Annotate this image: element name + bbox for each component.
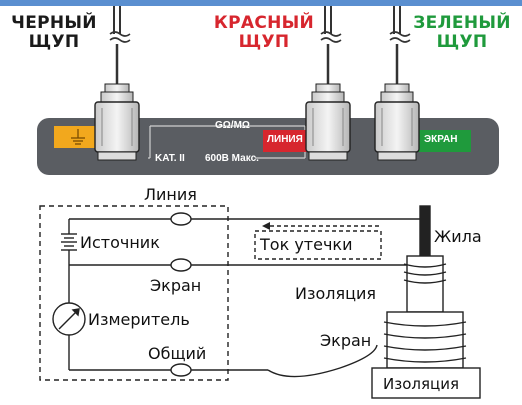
outer-insulation [371,367,481,399]
cable-insulation [406,255,444,313]
outer-insulation-label: Изоляция [383,375,459,393]
line-terminal-node [170,212,192,226]
meter-label: Измеритель [88,310,190,329]
screen-terminal-label: ЭКРАН [424,134,458,145]
green-probe-line1: ЗЕЛЕНЫЙ [413,13,511,33]
instrument-box [39,205,229,381]
common-label: Общий [148,344,207,363]
common-terminal-node [170,363,192,377]
red-probe-line1: КРАСНЫЙ [213,13,315,33]
voltage-label: 600В Макс. [205,153,259,164]
green-probe [374,6,420,161]
battery-icon [61,233,77,251]
cable-screen [386,311,464,369]
source-label: Источник [80,233,160,252]
black-probe-line2: ЩУП [28,32,80,52]
black-probe [94,6,140,161]
green-probe-label: ЗЕЛЕНЫЙ ЩУП [406,14,518,52]
category-label: KAT. II [155,153,185,164]
range-label: GΩ/MΩ [215,120,250,131]
cable [371,205,481,399]
meter-icon [52,302,86,336]
line-terminal-label: ЛИНИЯ [267,134,303,145]
leak-current-box [254,230,382,260]
top-band [0,0,522,6]
ground-icon [71,129,85,145]
red-probe-label: КРАСНЫЙ ЩУП [205,14,323,52]
green-probe-line2: ЩУП [436,32,488,52]
screen-terminal-node [170,258,192,272]
cable-core [419,205,431,257]
line-terminal [263,130,309,152]
screen-label-bottom: Экран [320,331,372,350]
leak-current-label: Ток утечки [260,235,353,254]
black-probe-label: ЧЕРНЫЙ ЩУП [3,14,105,52]
screen-terminal [417,130,471,152]
screen-label-top: Экран [150,276,202,295]
circuit [39,205,425,381]
line-label: Линия [144,185,197,204]
red-probe [305,6,351,161]
black-probe-line1: ЧЕРНЫЙ [11,13,97,33]
core-label: Жила [434,227,482,246]
red-probe-line2: ЩУП [238,32,290,52]
insulation-label-top: Изоляция [295,284,377,303]
